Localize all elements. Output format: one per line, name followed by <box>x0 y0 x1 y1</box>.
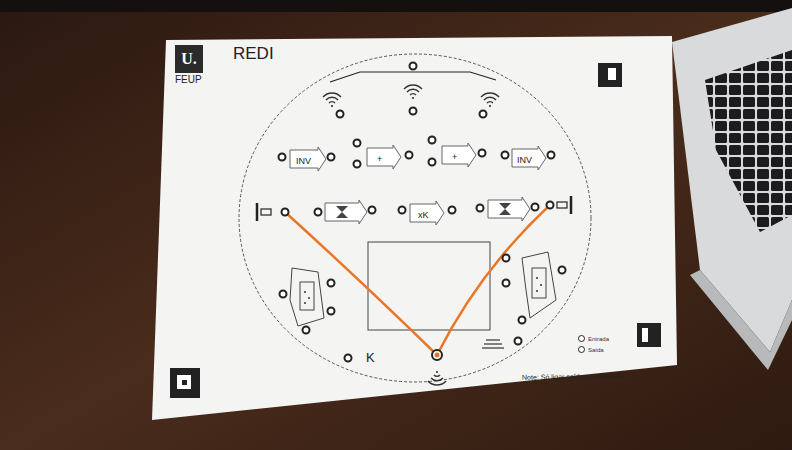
operator-arrow: INV <box>512 146 546 170</box>
operator-text: xK <box>418 210 429 220</box>
operator-arrow: INV <box>290 147 326 171</box>
operator-arrow: + <box>367 145 401 169</box>
operator-label: xK <box>418 204 429 222</box>
operator-label: + <box>452 146 457 164</box>
logo-mark: U. <box>175 45 203 73</box>
note-text: Note: Só ligar saídas a entradas <box>522 372 622 381</box>
operator-arrow: + <box>442 143 476 167</box>
legend-text: Saída <box>588 347 604 353</box>
operator-text: + <box>377 154 382 164</box>
constant-label: K <box>366 350 375 365</box>
operator-arrow: xK <box>410 201 444 225</box>
legend-row: Entrada <box>578 335 609 342</box>
operator-label: INV <box>517 149 532 167</box>
logo-caption: FEUP <box>175 74 202 85</box>
arrow-outline <box>367 145 401 169</box>
operator-text: INV <box>517 155 532 165</box>
legend-text: Entrada <box>588 336 609 342</box>
legend-row: Saída <box>578 346 604 353</box>
operator-label: + <box>377 148 382 166</box>
legend-symbol <box>578 335 585 342</box>
operator-text: + <box>452 152 457 162</box>
arrow-outline <box>442 143 476 167</box>
operator-text: INV <box>296 156 311 166</box>
legend-symbol <box>578 346 585 353</box>
diagram-title: REDI <box>233 44 274 64</box>
logo-box: U.FEUP <box>175 45 203 73</box>
operator-label: INV <box>296 150 311 168</box>
